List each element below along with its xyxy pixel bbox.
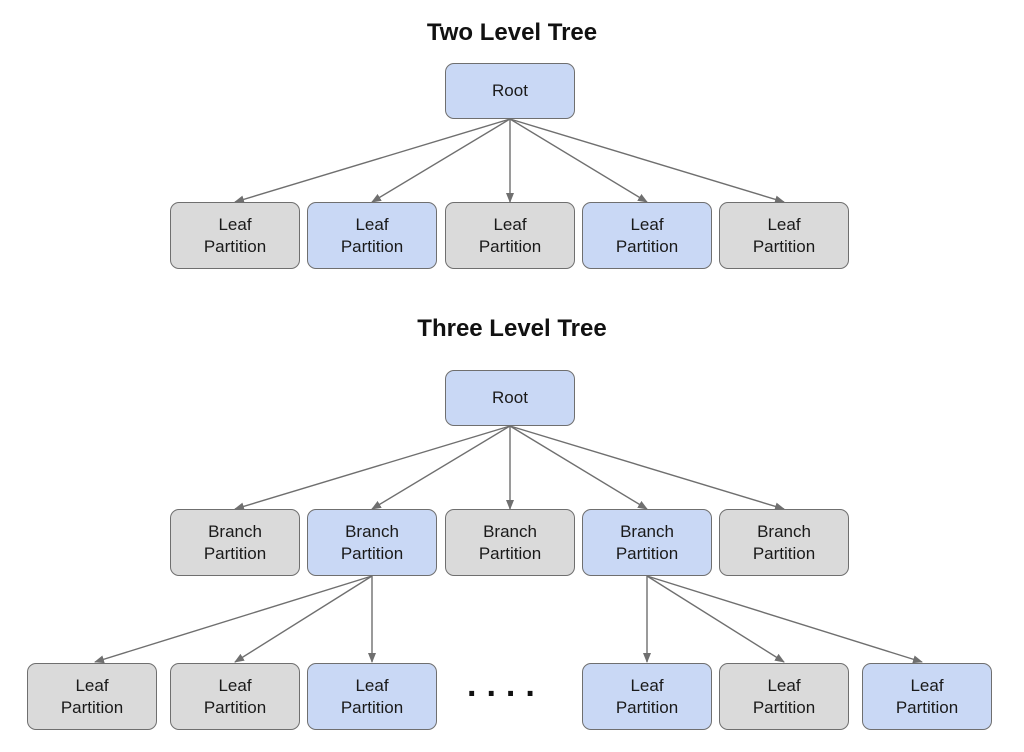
node-label-line2: Partition bbox=[895, 697, 959, 717]
connector-arrow-15 bbox=[646, 575, 785, 663]
node-label-line2: Partition bbox=[203, 543, 267, 563]
two-level-root-label: Root bbox=[492, 81, 528, 100]
connector-arrow-11 bbox=[94, 575, 373, 664]
leaf-partition-6: Leaf Partition bbox=[862, 663, 992, 730]
branch-partition-1: Branch Partition bbox=[170, 509, 300, 576]
connector-arrow-16 bbox=[646, 575, 923, 664]
node-label-line1: Branch bbox=[208, 521, 262, 541]
node-label-line2: Partition bbox=[60, 697, 124, 717]
node-label-line1: Leaf bbox=[910, 675, 944, 695]
connector-arrow-5 bbox=[509, 118, 785, 204]
node-label-line1: Leaf bbox=[767, 214, 801, 234]
node-label-line1: Branch bbox=[620, 521, 674, 541]
node-label-line1: Leaf bbox=[75, 675, 109, 695]
node-label-line1: Leaf bbox=[630, 675, 664, 695]
node-label-line1: Leaf bbox=[767, 675, 801, 695]
two-level-tree-title: Two Level Tree bbox=[426, 19, 598, 46]
node-label-line2: Partition bbox=[615, 543, 679, 563]
three-level-root-node: Root bbox=[445, 370, 575, 426]
node-label-line2: Partition bbox=[203, 697, 267, 717]
two-level-leaf-partition-4: Leaf Partition bbox=[582, 202, 712, 269]
leaf-partition-1: Leaf Partition bbox=[27, 663, 157, 730]
connector-arrow-7 bbox=[371, 425, 511, 510]
two-level-leaf-partition-1: Leaf Partition bbox=[170, 202, 300, 269]
connector-arrow-1 bbox=[234, 118, 511, 204]
branch-partition-4: Branch Partition bbox=[582, 509, 712, 576]
node-label-line2: Partition bbox=[752, 697, 816, 717]
node-label-line2: Partition bbox=[615, 697, 679, 717]
node-label-line1: Branch bbox=[345, 521, 399, 541]
node-label-line2: Partition bbox=[203, 236, 267, 256]
connector-arrow-10 bbox=[509, 425, 785, 511]
node-label-line2: Partition bbox=[340, 697, 404, 717]
three-level-root-label: Root bbox=[492, 388, 528, 407]
connector-arrow-9 bbox=[509, 425, 648, 510]
node-label-line2: Partition bbox=[752, 543, 816, 563]
branch-partition-5: Branch Partition bbox=[719, 509, 849, 576]
leaf-partition-5: Leaf Partition bbox=[719, 663, 849, 730]
node-label-line2: Partition bbox=[340, 543, 404, 563]
node-label-line1: Branch bbox=[757, 521, 811, 541]
ellipsis: .... bbox=[467, 666, 545, 704]
two-level-leaf-partition-5: Leaf Partition bbox=[719, 202, 849, 269]
leaf-partition-4: Leaf Partition bbox=[582, 663, 712, 730]
connector-arrow-4 bbox=[509, 118, 648, 203]
two-level-root-node: Root bbox=[445, 63, 575, 119]
connector-arrow-12 bbox=[234, 575, 373, 663]
node-label-line1: Leaf bbox=[493, 214, 527, 234]
node-label-line1: Leaf bbox=[630, 214, 664, 234]
branch-partition-2: Branch Partition bbox=[307, 509, 437, 576]
node-label-line1: Leaf bbox=[355, 214, 389, 234]
node-label-line2: Partition bbox=[340, 236, 404, 256]
node-label-line1: Branch bbox=[483, 521, 537, 541]
connector-arrow-2 bbox=[371, 118, 511, 203]
node-label-line1: Leaf bbox=[218, 675, 252, 695]
node-label-line2: Partition bbox=[615, 236, 679, 256]
node-label-line2: Partition bbox=[478, 236, 542, 256]
three-level-tree-title: Three Level Tree bbox=[417, 315, 607, 342]
node-label-line1: Leaf bbox=[218, 214, 252, 234]
node-label-line1: Leaf bbox=[355, 675, 389, 695]
node-label-line2: Partition bbox=[752, 236, 816, 256]
two-level-leaf-partition-2: Leaf Partition bbox=[307, 202, 437, 269]
node-label-line2: Partition bbox=[478, 543, 542, 563]
two-level-leaf-partition-3: Leaf Partition bbox=[445, 202, 575, 269]
leaf-partition-2: Leaf Partition bbox=[170, 663, 300, 730]
connector-arrow-6 bbox=[234, 425, 511, 511]
branch-partition-3: Branch Partition bbox=[445, 509, 575, 576]
leaf-partition-3: Leaf Partition bbox=[307, 663, 437, 730]
